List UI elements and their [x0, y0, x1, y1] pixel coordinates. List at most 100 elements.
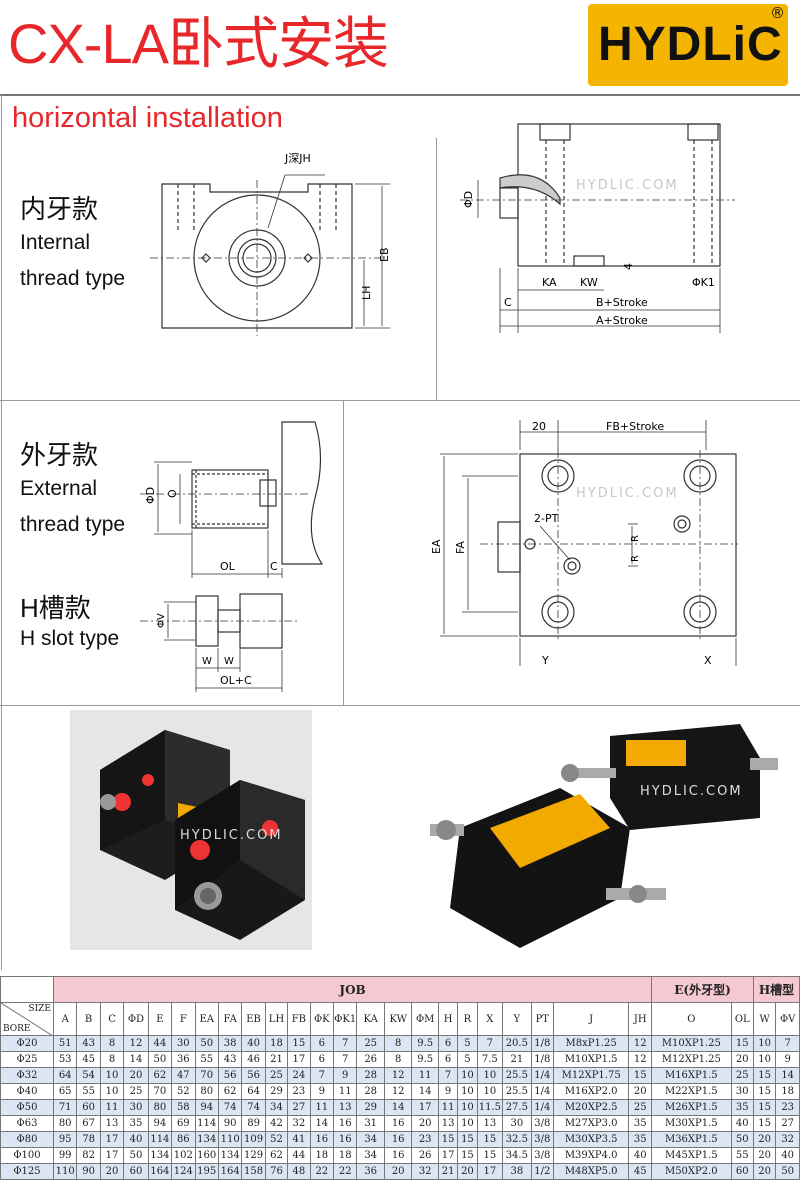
- column-header: ΦK: [309, 1002, 335, 1036]
- column-header: F: [171, 1002, 196, 1036]
- value-cell: 36: [171, 1051, 196, 1068]
- label-fb-stroke: FB+Stroke: [606, 420, 664, 433]
- group-ext: E(外牙型): [651, 976, 754, 1003]
- value-cell: 195: [194, 1163, 219, 1180]
- value-cell: 46: [241, 1051, 266, 1068]
- column-header: ΦM: [411, 1002, 439, 1036]
- value-cell: 10: [752, 1051, 777, 1068]
- value-cell: 5: [457, 1035, 478, 1052]
- bore-cell: Φ125: [0, 1163, 54, 1180]
- value-cell: 7: [775, 1035, 800, 1052]
- value-cell: 64: [241, 1083, 266, 1100]
- value-cell: 43: [217, 1051, 243, 1068]
- label-twenty: 20: [532, 420, 546, 433]
- logo-text: HYDLiC: [598, 18, 783, 71]
- brand-logo: HYDLiC ®: [588, 4, 788, 86]
- table-group-row: JOB E(外牙型) H槽型: [0, 976, 800, 1003]
- divider-left-edge: [1, 94, 2, 970]
- value-cell: 21: [437, 1163, 459, 1180]
- column-header: OL: [730, 1002, 754, 1036]
- value-cell: 30: [171, 1035, 196, 1052]
- value-cell: 1/8: [530, 1051, 554, 1068]
- value-cell: 15: [752, 1099, 777, 1116]
- value-cell: 3/8: [530, 1147, 554, 1164]
- corner-diagonal: [1, 1003, 52, 1035]
- value-cell: 10: [457, 1067, 478, 1084]
- value-cell: 11: [437, 1099, 459, 1116]
- value-cell: 16: [383, 1147, 413, 1164]
- value-cell: 82: [76, 1147, 101, 1164]
- bore-cell: Φ100: [0, 1147, 54, 1164]
- value-cell: 34.5: [502, 1147, 532, 1164]
- value-cell: M22XP1.5: [651, 1083, 732, 1100]
- value-cell: 7: [333, 1051, 358, 1068]
- value-cell: 13: [99, 1115, 125, 1132]
- value-cell: 18: [309, 1147, 335, 1164]
- value-cell: 11: [333, 1083, 358, 1100]
- value-cell: 6: [309, 1035, 335, 1052]
- value-cell: 71: [52, 1099, 78, 1116]
- column-header: X: [476, 1002, 504, 1036]
- value-cell: 15: [752, 1083, 777, 1100]
- value-cell: 86: [171, 1131, 196, 1148]
- value-cell: 12: [628, 1035, 653, 1052]
- value-cell: 20: [752, 1163, 777, 1180]
- group-job: JOB: [52, 976, 653, 1003]
- value-cell: 40: [730, 1115, 754, 1132]
- column-header: A: [52, 1002, 78, 1036]
- value-cell: 10: [457, 1115, 478, 1132]
- watermark-2: HYDLIC.COM: [576, 486, 679, 501]
- value-cell: 10: [476, 1067, 504, 1084]
- value-cell: 44: [147, 1035, 173, 1052]
- value-cell: 1/4: [530, 1067, 554, 1084]
- value-cell: 21: [502, 1051, 532, 1068]
- value-cell: 64: [52, 1067, 78, 1084]
- value-cell: 45: [76, 1051, 101, 1068]
- cylinder-illustration-2: [430, 724, 778, 948]
- value-cell: 10: [457, 1083, 478, 1100]
- value-cell: 10: [752, 1035, 777, 1052]
- value-cell: 28: [356, 1083, 385, 1100]
- value-cell: 20: [123, 1067, 149, 1084]
- column-header: H: [437, 1002, 459, 1036]
- label-o: O: [166, 489, 179, 498]
- bore-cell: Φ50: [0, 1099, 54, 1116]
- value-cell: 9: [309, 1083, 335, 1100]
- watermark-4: HYDLIC.COM: [640, 784, 743, 799]
- value-cell: 1/4: [530, 1083, 554, 1100]
- value-cell: 34: [356, 1147, 385, 1164]
- value-cell: 22: [333, 1163, 358, 1180]
- value-cell: 32.5: [502, 1131, 532, 1148]
- value-cell: 17: [99, 1147, 125, 1164]
- value-cell: 1/8: [530, 1035, 554, 1052]
- value-cell: M36XP1.5: [651, 1131, 732, 1148]
- column-header: ΦK1: [333, 1002, 358, 1036]
- value-cell: 70: [194, 1067, 219, 1084]
- value-cell: 60: [123, 1163, 149, 1180]
- label-ea: EA: [430, 539, 443, 554]
- value-cell: 8: [99, 1035, 125, 1052]
- corner-size: SIZE: [28, 1004, 51, 1014]
- value-cell: 27: [287, 1099, 311, 1116]
- value-cell: M12XP1.75: [552, 1067, 630, 1084]
- value-cell: 20: [628, 1083, 653, 1100]
- label-r2: R: [630, 555, 641, 562]
- value-cell: 40: [628, 1147, 653, 1164]
- value-cell: 15: [752, 1067, 777, 1084]
- hslot-drawing: ΦV W W OL+C: [140, 593, 300, 692]
- external-thread-drawing: ΦD O OL C: [140, 421, 324, 578]
- internal-front-drawing: J深JH EB LH: [150, 152, 391, 336]
- column-header: W: [752, 1002, 777, 1036]
- value-cell: 25: [628, 1099, 653, 1116]
- column-header: PT: [530, 1002, 554, 1036]
- value-cell: 7: [437, 1067, 459, 1084]
- value-cell: 12: [123, 1035, 149, 1052]
- value-cell: 15: [730, 1035, 754, 1052]
- value-cell: 10: [476, 1083, 504, 1100]
- label-fa: FA: [454, 541, 467, 554]
- value-cell: 35: [628, 1131, 653, 1148]
- label-2pt: 2-PT: [534, 512, 559, 525]
